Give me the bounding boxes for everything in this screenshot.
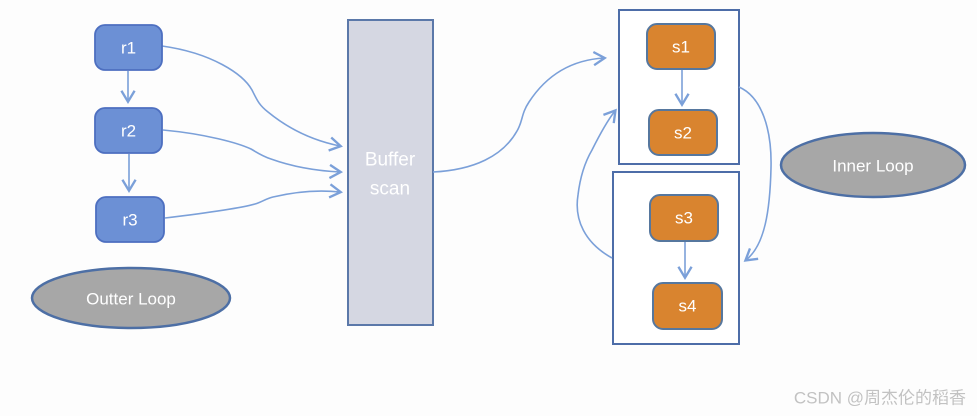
- inner-loop-ellipse: Inner Loop: [779, 131, 967, 199]
- outer-loop-label: Outter Loop: [86, 290, 176, 309]
- node-s1: s1: [646, 23, 716, 70]
- arrow-r1-buffer: [161, 45, 343, 152]
- inner-loop-shape: [779, 131, 967, 199]
- node-r3: r3: [95, 196, 165, 243]
- arrow-group2-group1: [576, 108, 617, 259]
- arrow-r3-buffer: [164, 183, 343, 219]
- node-s1-box: [646, 23, 716, 70]
- node-s2: s2: [648, 109, 718, 156]
- node-s4-box: [652, 282, 723, 330]
- node-r1-box: [94, 24, 163, 71]
- node-s2-label: s2: [674, 124, 692, 143]
- buffer-scan-box: [347, 19, 434, 326]
- node-r2-label: r2: [121, 122, 136, 141]
- node-s3-box: [649, 194, 719, 242]
- outer-loop-ellipse: Outter Loop: [30, 266, 232, 330]
- node-r3-box: [95, 196, 165, 243]
- node-s1-label: s1: [672, 38, 690, 57]
- watermark: CSDN @周杰伦的稻香: [794, 389, 966, 408]
- node-r1: r1: [94, 24, 163, 71]
- arrow-r2-buffer: [162, 129, 344, 180]
- arrow-group1-group2: [738, 86, 772, 262]
- node-s4-label: s4: [679, 297, 697, 316]
- node-s3: s3: [649, 194, 719, 242]
- node-r1-label: r1: [121, 39, 136, 58]
- arrow-buffer-group1: [432, 50, 608, 173]
- outer-loop-shape: [30, 266, 232, 330]
- buffer-scan-label-line2: scan: [370, 179, 410, 200]
- node-r2-box: [94, 107, 163, 154]
- node-s4: s4: [652, 282, 723, 330]
- node-s2-box: [648, 109, 718, 156]
- buffer-scan-label-line1: Buffer: [365, 150, 416, 171]
- node-s3-label: s3: [675, 209, 693, 228]
- inner-loop-label: Inner Loop: [832, 157, 913, 176]
- node-r3-label: r3: [122, 211, 137, 230]
- node-r2: r2: [94, 107, 163, 154]
